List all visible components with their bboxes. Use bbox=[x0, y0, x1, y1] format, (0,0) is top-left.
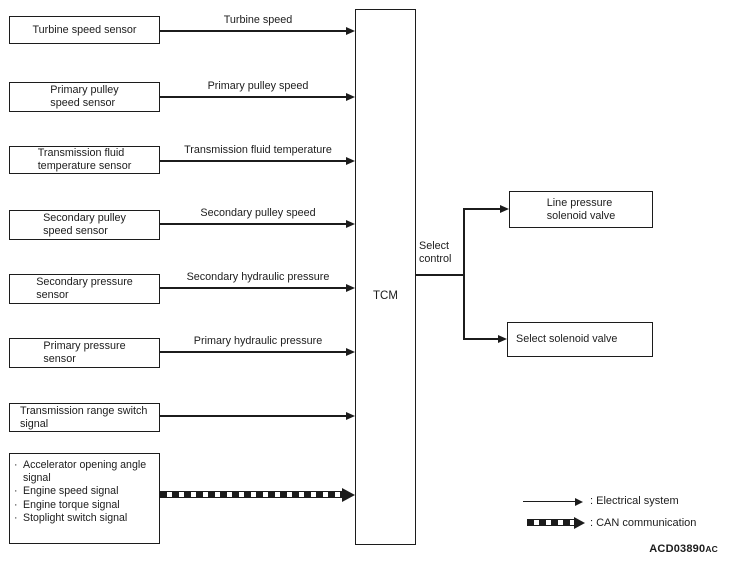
figure-code-suffix: AC bbox=[705, 544, 718, 554]
legend-electrical-label: : Electrical system bbox=[590, 495, 679, 507]
signal-label-secondary-pulley-speed: Secondary pulley speed bbox=[200, 207, 316, 219]
legend-can-arrow-line bbox=[527, 519, 574, 526]
arrowhead-icon bbox=[346, 347, 355, 356]
sensor-label: Transmission range switch signal bbox=[20, 404, 148, 430]
electrical-arrow-line bbox=[160, 30, 346, 32]
can-list-item: · Stoplight switch signal bbox=[14, 512, 154, 525]
electrical-arrow-line bbox=[160, 351, 346, 353]
output-label: Select solenoid valve bbox=[516, 333, 618, 346]
output-label: Line pressure solenoid valve bbox=[546, 196, 616, 222]
bullet-icon: · bbox=[14, 485, 18, 498]
sensor-box-secondary-pressure: Secondary pressure sensor bbox=[9, 274, 160, 304]
select-control-label: Select control bbox=[419, 240, 452, 265]
select-control-branch-line bbox=[463, 208, 465, 339]
signal-label-fluid-temperature: Transmission fluid temperature bbox=[184, 144, 332, 156]
sensor-label: Secondary pressure sensor bbox=[36, 276, 133, 301]
sensor-box-secondary-pulley-speed: Secondary pulley speed sensor bbox=[9, 210, 160, 240]
sensor-label: Transmission fluid temperature sensor bbox=[37, 147, 132, 172]
sensor-label: Primary pressure sensor bbox=[43, 340, 126, 365]
bullet-icon: · bbox=[14, 511, 18, 524]
sensor-box-primary-pressure: Primary pressure sensor bbox=[9, 338, 160, 368]
can-list-item: · Accelerator opening angle signal bbox=[14, 459, 154, 485]
box-transmission-range-switch-signal: Transmission range switch signal bbox=[9, 403, 160, 432]
electrical-arrow-line bbox=[160, 223, 346, 225]
tcm-box bbox=[355, 9, 416, 545]
can-item-label: Stoplight switch signal bbox=[23, 511, 128, 524]
sensor-box-transmission-fluid-temperature: Transmission fluid temperature sensor bbox=[9, 146, 160, 174]
can-list-item: · Engine torque signal bbox=[14, 499, 154, 512]
arrowhead-icon bbox=[346, 26, 355, 35]
electrical-arrow-line bbox=[160, 415, 346, 417]
can-arrowhead-icon bbox=[574, 517, 585, 529]
box-can-signal-list bbox=[9, 453, 160, 544]
arrowhead-icon bbox=[346, 411, 355, 420]
signal-label-primary-pulley-speed: Primary pulley speed bbox=[207, 80, 309, 92]
bullet-icon: · bbox=[14, 459, 18, 471]
signal-label-primary-hydraulic: Primary hydraulic pressure bbox=[193, 335, 323, 347]
can-item-label: Engine speed signal bbox=[23, 485, 119, 498]
electrical-arrow-line bbox=[463, 338, 498, 340]
sensor-label: Primary pulley speed sensor bbox=[50, 84, 119, 109]
can-signal-list: · Accelerator opening angle signal · Eng… bbox=[14, 459, 154, 525]
output-box-select-solenoid-valve: Select solenoid valve bbox=[507, 322, 653, 357]
sensor-box-turbine-speed: Turbine speed sensor bbox=[9, 16, 160, 44]
arrowhead-icon bbox=[498, 334, 507, 343]
signal-label-secondary-hydraulic: Secondary hydraulic pressure bbox=[186, 271, 330, 283]
arrowhead-icon bbox=[575, 497, 583, 506]
can-item-label: Engine torque signal bbox=[23, 498, 120, 511]
arrowhead-icon bbox=[346, 283, 355, 292]
sensor-label: Turbine speed sensor bbox=[32, 23, 137, 36]
arrowhead-icon bbox=[346, 92, 355, 101]
arrowhead-icon bbox=[346, 219, 355, 228]
sensor-box-primary-pulley-speed: Primary pulley speed sensor bbox=[9, 82, 160, 112]
electrical-arrow-line bbox=[160, 160, 346, 162]
legend-electrical-arrow-line bbox=[523, 501, 575, 503]
arrowhead-icon bbox=[346, 156, 355, 165]
electrical-arrow-line bbox=[463, 208, 500, 210]
figure-code-main: ACD03890 bbox=[649, 543, 706, 555]
electrical-arrow-line bbox=[160, 96, 346, 98]
arrowhead-icon bbox=[500, 204, 509, 213]
electrical-arrow-line bbox=[160, 287, 346, 289]
select-control-stem-line bbox=[416, 274, 464, 276]
legend-can-label: : CAN communication bbox=[590, 517, 697, 529]
figure-code: ACD03890AC bbox=[618, 543, 718, 555]
signal-label-turbine-speed: Turbine speed bbox=[223, 14, 293, 26]
can-arrow-line bbox=[160, 491, 342, 498]
output-box-line-pressure-solenoid-valve: Line pressure solenoid valve bbox=[509, 191, 653, 228]
can-item-label: Accelerator opening angle signal bbox=[23, 459, 147, 485]
can-arrowhead-icon bbox=[342, 488, 355, 502]
tcm-label: TCM bbox=[373, 290, 398, 302]
sensor-label: Secondary pulley speed sensor bbox=[43, 212, 126, 237]
bullet-icon: · bbox=[14, 498, 18, 511]
can-list-item: · Engine speed signal bbox=[14, 485, 154, 498]
